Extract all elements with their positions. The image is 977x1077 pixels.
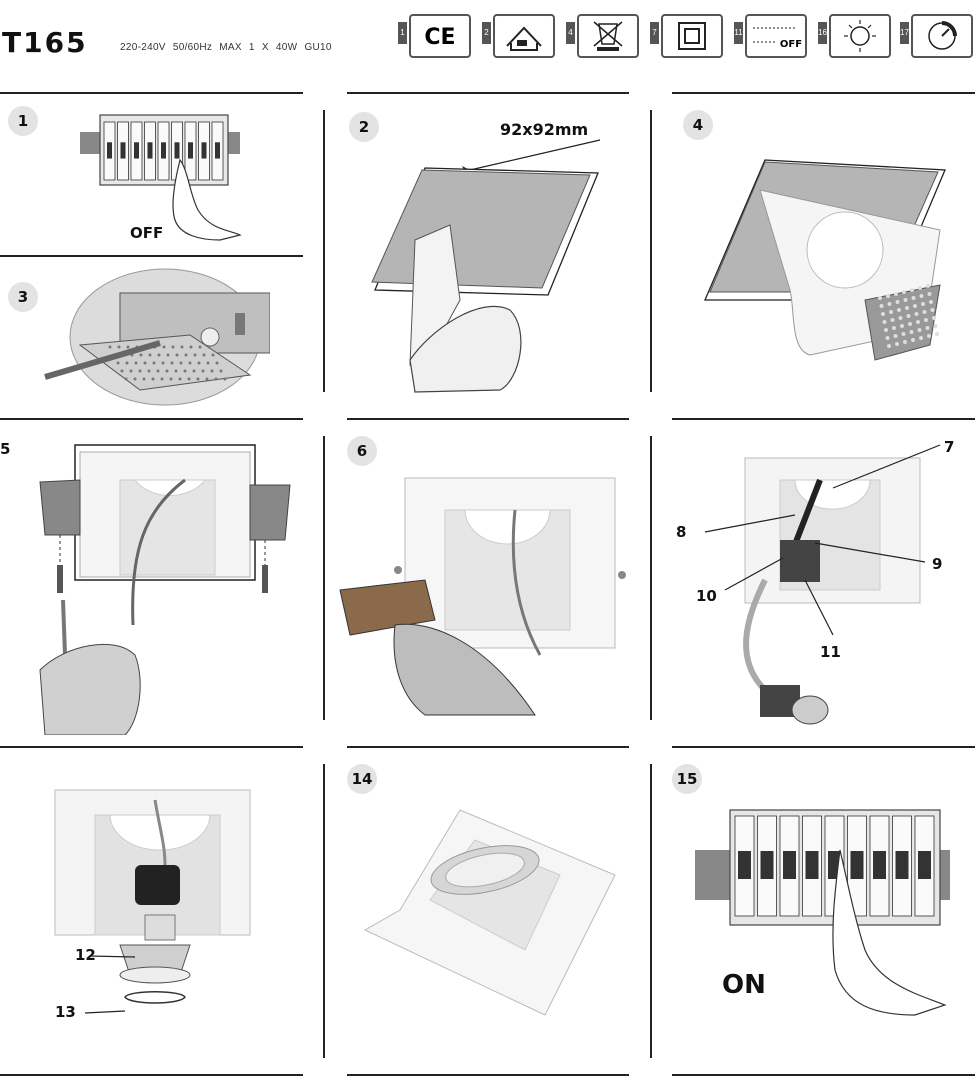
step-4-insert-plaster-housing-illustration (700, 150, 970, 370)
icon-index: 16 (818, 22, 827, 44)
divider (672, 1074, 975, 1076)
step-15-breaker-on-illustration (695, 800, 975, 1030)
icon-index: 4 (566, 22, 575, 44)
icon-index: 7 (650, 22, 659, 44)
step-number-badge: 5 (0, 440, 11, 458)
divider (323, 436, 325, 720)
step-number-badge: 15 (672, 764, 702, 794)
breaker-off-label: OFF (130, 224, 164, 242)
step-7-wiring-illustration (655, 440, 975, 740)
step-1-breaker-off-illustration (80, 110, 260, 250)
class-ii-insulation-icon (661, 14, 723, 58)
callout-13: 13 (55, 1003, 76, 1021)
step-number-badge: 14 (347, 764, 377, 794)
step-12-insert-lamp-illustration (50, 785, 270, 1030)
lamp-heat-icon (829, 14, 891, 58)
divider (0, 92, 303, 94)
divider (347, 92, 629, 94)
divider (0, 1074, 303, 1076)
divider (650, 110, 652, 392)
step-6-plaster-finish-illustration (335, 470, 635, 720)
callout-10: 10 (696, 587, 717, 605)
step-number-badge: 3 (8, 282, 38, 312)
step-number-badge: 6 (347, 436, 377, 466)
cutout-dimension-label: 92x92mm (500, 120, 589, 139)
step-number-badge: 2 (349, 112, 379, 142)
divider (347, 746, 629, 748)
icon-index: 17 (900, 22, 909, 44)
divider (650, 436, 652, 720)
step-number-badge: 1 (8, 106, 38, 136)
dimmable-icon (911, 14, 973, 58)
divider (0, 418, 303, 420)
weee-bin-icon (577, 14, 639, 58)
breaker-on-label: ON (722, 970, 766, 1000)
svg-text:OFF: OFF (780, 39, 802, 50)
svg-text:CE: CE (424, 25, 455, 50)
callout-7: 7 (944, 438, 955, 456)
divider (323, 110, 325, 392)
divider (650, 764, 652, 1058)
divider (323, 764, 325, 1058)
step-14-finished-fixture-illustration (360, 800, 620, 1020)
icon-index: 1 (398, 22, 407, 44)
divider (347, 418, 629, 420)
step-2-ceiling-cutout-illustration (370, 130, 610, 400)
divider (347, 1074, 629, 1076)
divider (672, 92, 975, 94)
divider (672, 418, 975, 420)
switch-off-before-install-icon: OFF (745, 14, 807, 58)
callout-8: 8 (676, 523, 687, 541)
divider (0, 746, 303, 748)
step-number-badge: 4 (683, 110, 713, 140)
callout-12: 12 (75, 946, 96, 964)
icon-index: 11 (734, 22, 743, 44)
icon-index: 2 (482, 22, 491, 44)
divider (672, 746, 975, 748)
callout-11: 11 (820, 643, 841, 661)
step-3-remove-clip-illustration (40, 265, 270, 407)
step-5-fix-housing-screws-illustration (35, 440, 295, 735)
callout-9: 9 (932, 555, 943, 573)
model-title: T165 (2, 26, 88, 59)
indoor-use-icon (493, 14, 555, 58)
electrical-specs: 220-240V 50/60Hz MAX 1 X 40W GU10 (120, 42, 332, 53)
ce-mark-icon: CE (409, 14, 471, 58)
divider (0, 255, 303, 257)
